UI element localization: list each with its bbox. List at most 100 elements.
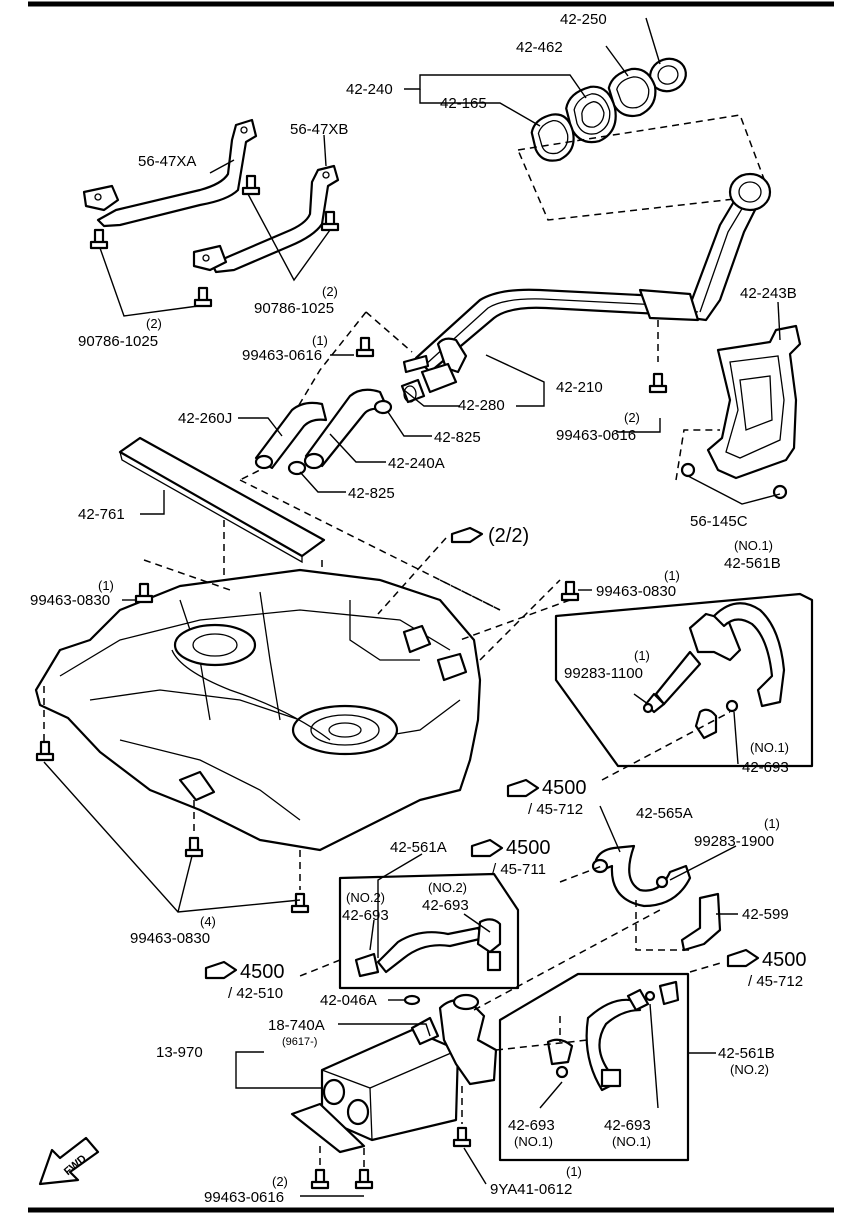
label-no1-c: (NO.1) [514,1134,553,1149]
vent-hose-42-561b-no2 [546,980,680,1092]
label-no2-bottom: (NO.2) [730,1062,769,1077]
label-ref-45-712-a: / 45-712 [528,801,583,818]
hose-42-565a [591,844,692,908]
tank-guide-cross-a [479,579,561,661]
label-99463-0830-c: 99463-0830 [130,930,210,947]
label-42-561a: 42-561A [390,839,447,856]
label-42-561b-no1: 42-561B [724,555,781,572]
label-42-693-b: 42-693 [422,897,469,914]
label-42-210: 42-210 [556,379,603,396]
label-42-240: 42-240 [346,81,393,98]
tank-guide-top-left [143,559,231,591]
label-99463-0616-b: 99463-0616 [556,427,636,444]
hose-42-260j [254,401,328,470]
label-99463-0830-a: 99463-0830 [30,592,110,609]
ref-line-4500-d [689,961,725,973]
label-42-561b-no2: 42-561B [718,1045,775,1062]
pipe-guide-line-a [365,311,413,353]
label-56-47xa: 56-47XA [138,153,196,170]
hose-clip-42-825 [287,399,393,476]
label-ref-45-711: / 45-711 [492,861,546,878]
label-42-240a: 42-240A [388,455,445,472]
label-42-825-a: 42-825 [434,429,481,446]
label-42-046a: 42-046A [320,992,377,1009]
evaporative-canister-13-970 [290,993,498,1154]
cap-group-dashed-outline [516,114,772,221]
tank-guide-top-right [459,599,571,641]
label-no1-top: (NO.1) [734,538,773,553]
label-ref-45-712-b: / 45-712 [748,973,803,990]
tank-bracket-56-47xb [192,164,340,274]
label-42-599: 42-599 [742,906,789,923]
label-18-740a: 18-740A [268,1017,325,1034]
label-90786-1025-a: 90786-1025 [78,333,158,350]
label-42-243b: 42-243B [740,285,797,302]
bolt-90786-1025-group [89,174,340,308]
canister-to-561a-line [299,959,341,977]
qty-99463-0830-c: (4) [200,914,216,929]
label-99463-0616-a: 99463-0616 [242,347,322,364]
label-42-565a: 42-565A [636,805,693,822]
label-42-462: 42-462 [516,39,563,56]
heat-shield-42-243b [680,324,802,500]
label-42-693-c: 42-693 [508,1117,555,1134]
qty-99283-1100: (1) [634,648,650,663]
label-no2-b: (NO.2) [428,880,467,895]
label-9ya41-0612: 9YA41-0612 [490,1181,572,1198]
label-42-260j: 42-260J [178,410,232,427]
bolt-99463-0616-pipe [355,336,668,394]
bracket-guide-line [635,900,690,951]
filler-pipe-42-210 [400,172,772,404]
label-99463-0830-b: 99463-0830 [596,583,676,600]
bolt-canister [310,1126,472,1190]
label-no1-693-right: (NO.1) [750,740,789,755]
label-42-693-right: 42-693 [742,759,789,776]
label-42-825-b: 42-825 [348,485,395,502]
qty-99463-0616-c: (2) [272,1174,288,1189]
label-99463-0616-c: 99463-0616 [204,1189,284,1206]
label-56-145c: 56-145C [690,513,748,530]
ref-line-4500-a [601,711,731,781]
label-ref-4500-c: 4500 [240,961,285,983]
fuel-cap-group [530,57,687,162]
label-no1-d: (NO.1) [612,1134,651,1149]
label-ref-4500-d: 4500 [762,949,807,971]
shield-guide-line [675,429,720,481]
label-90786-1025-b: 90786-1025 [254,300,334,317]
label-42-693-d: 42-693 [604,1117,651,1134]
label-56-47xb: 56-47XB [290,121,348,138]
label-42-250: 42-250 [560,11,607,28]
canister-to-no2-line [495,1039,589,1051]
tank-bracket-56-47xa [82,118,258,228]
ref-line-4500-b [559,865,603,883]
label-18-740a-sub: (9617-) [282,1036,317,1048]
vent-hose-42-561b-no1 [642,602,786,740]
qty-90786-1025-b: (2) [322,284,338,299]
label-13-970: 13-970 [156,1044,203,1061]
label-42-693-a: 42-693 [342,907,389,924]
label-42-165: 42-165 [440,95,487,112]
label-99283-1100: 99283-1100 [564,665,643,682]
label-no2-a: (NO.2) [346,890,385,905]
label-ref-4500-a: 4500 [542,777,587,799]
protector-strip-42-761 [118,436,326,564]
qty-99463-0830-a: (1) [98,578,114,593]
label-ref-2-2: (2/2) [488,525,529,547]
fuel-tank [34,568,482,852]
ref-line-2-2 [377,537,447,615]
label-42-280: 42-280 [458,397,505,414]
qty-99463-0616-a: (1) [312,333,328,348]
bolt-99463-0830-tank [35,580,580,914]
hose-42-240a [303,388,390,470]
reference-arrow-icon [204,526,760,980]
qty-99283-1900: (1) [764,816,780,831]
qty-99463-0616-b: (2) [624,410,640,425]
label-42-761: 42-761 [78,506,125,523]
qty-99463-0830-b: (1) [664,568,680,583]
label-ref-42-510: / 42-510 [228,985,283,1002]
label-99283-1900: 99283-1900 [694,833,774,850]
label-ref-4500-b: 4500 [506,837,551,859]
hose-bracket-42-599 [680,892,722,952]
washer-42-046a [403,994,421,1006]
